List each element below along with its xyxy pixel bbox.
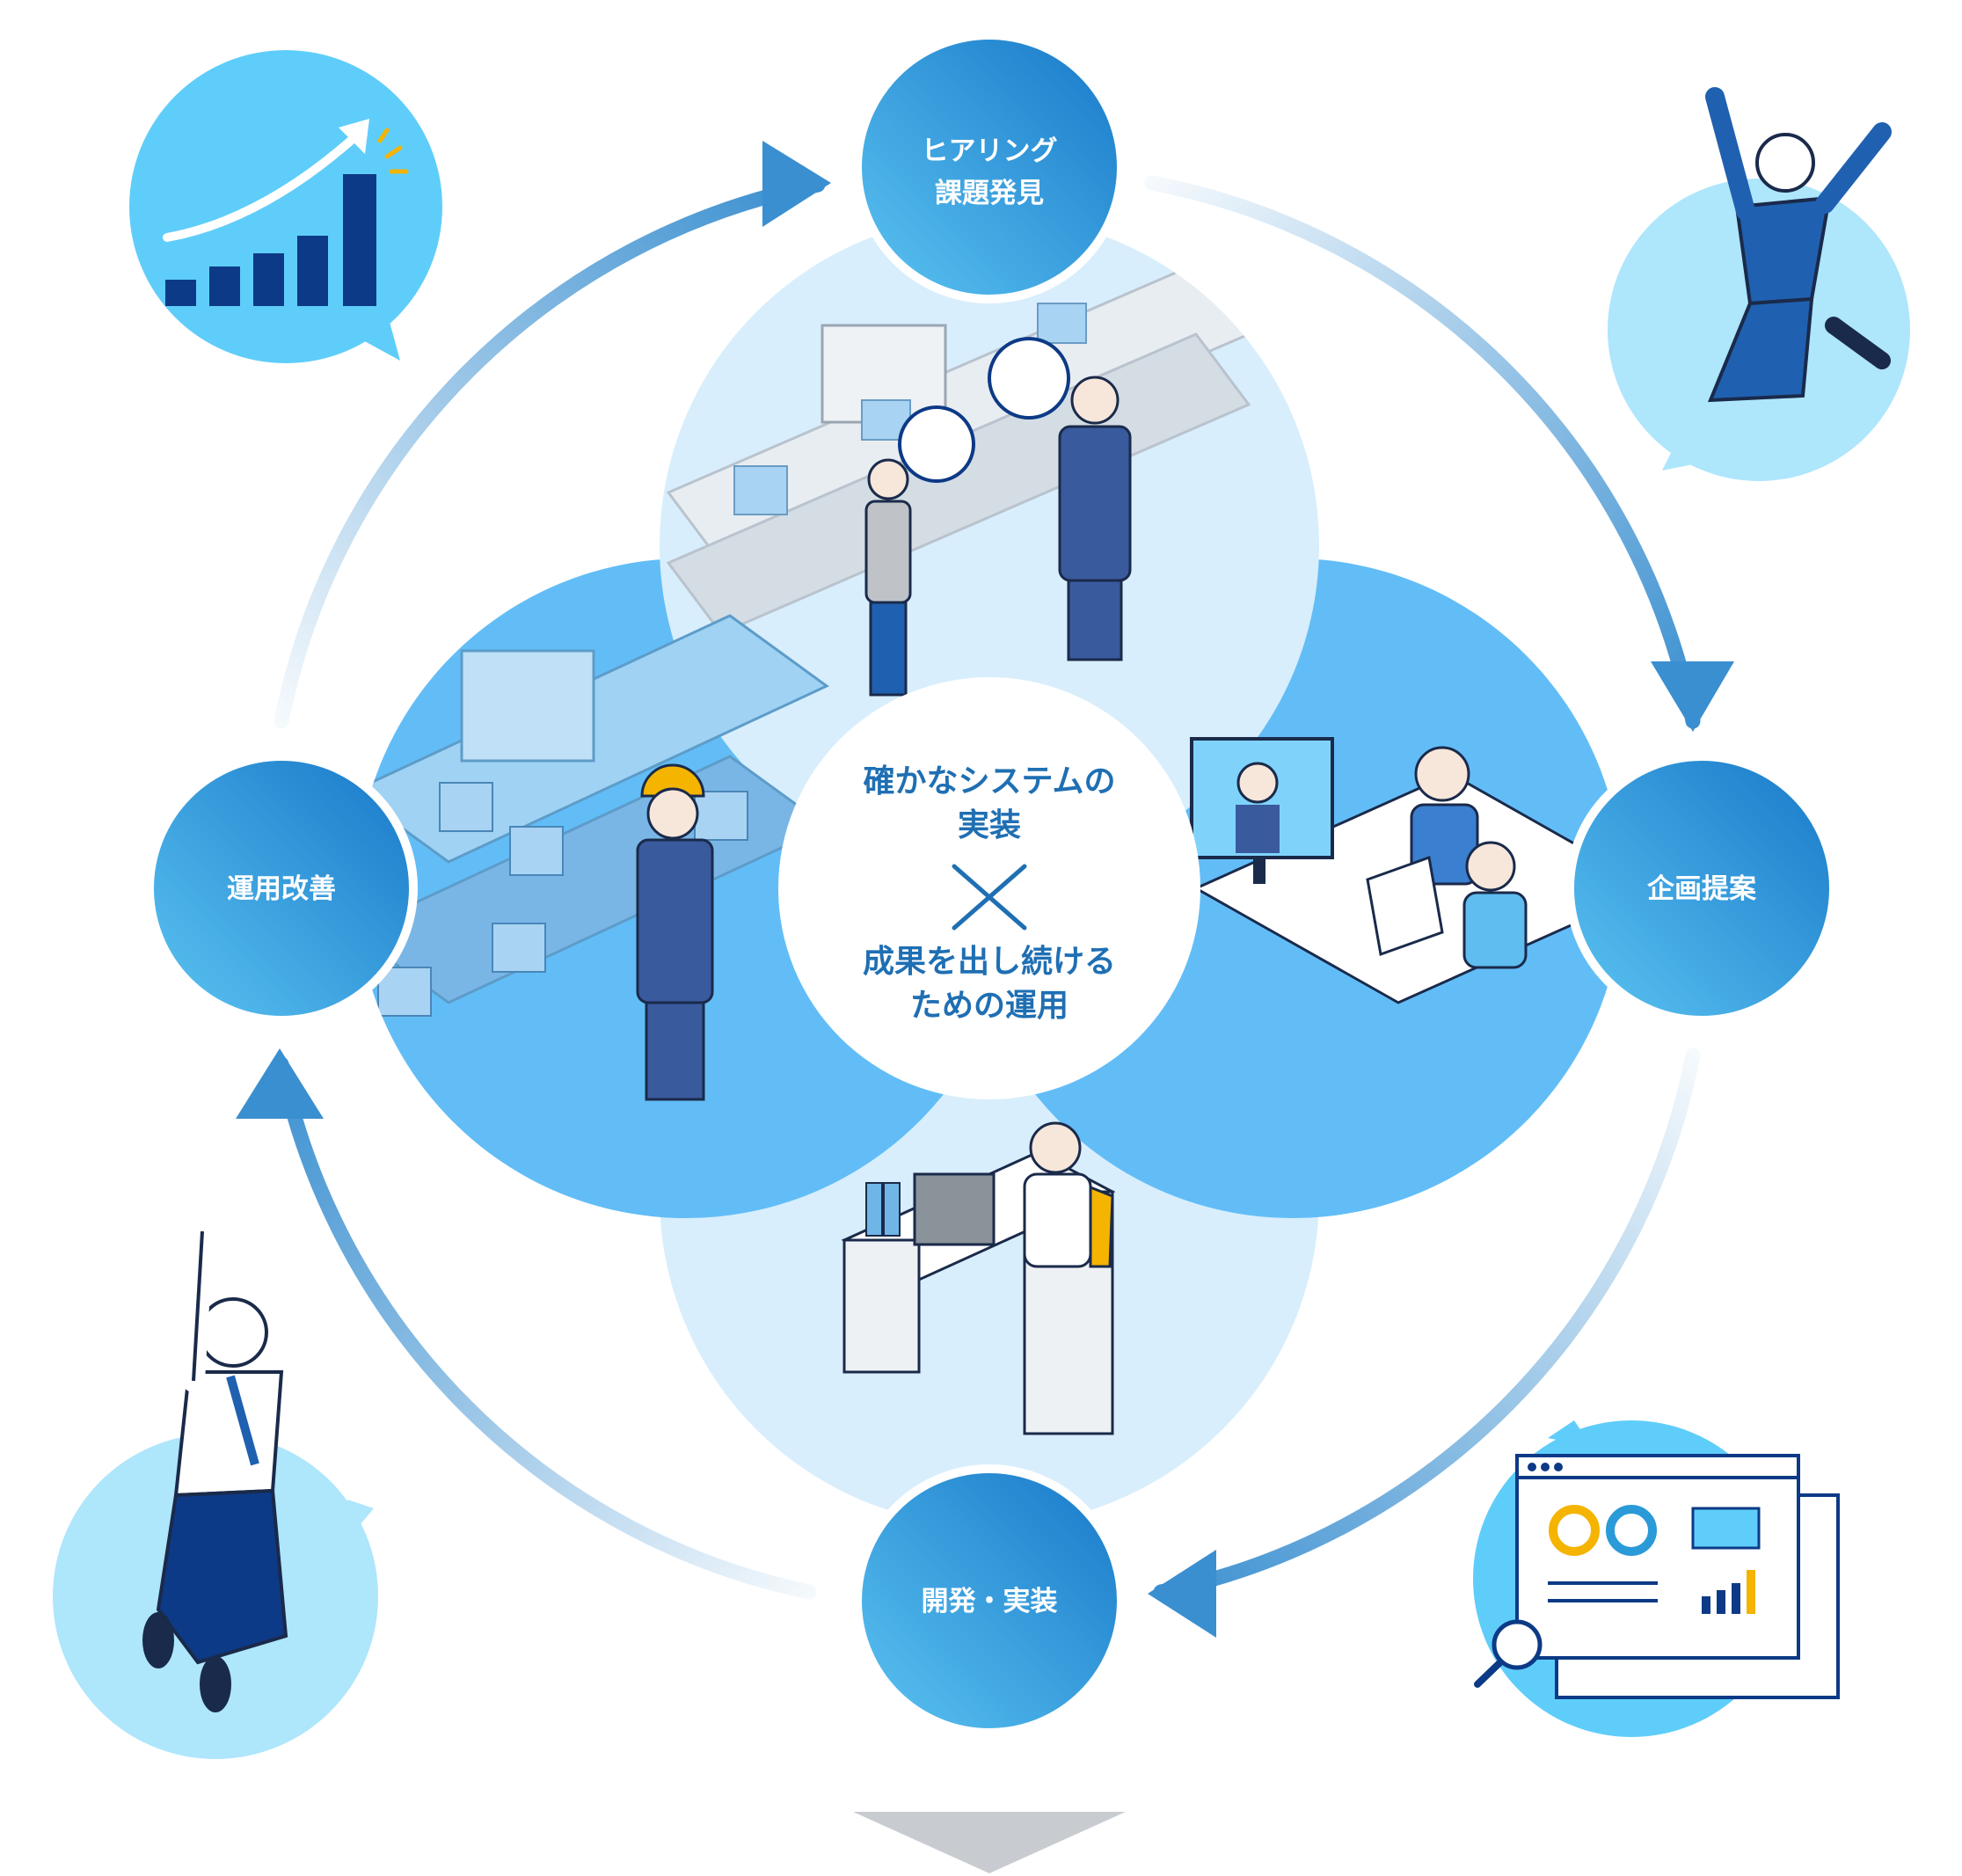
center-line4: ための運用: [910, 988, 1069, 1024]
arc-hearing-to-proposal: [1144, 175, 1701, 729]
node-operation-label: 運用改善: [227, 873, 336, 905]
right-scene-illustration: [1190, 737, 1623, 1004]
bottom-left-bubble: [53, 1220, 378, 1759]
arrowhead-to-development-icon: [1148, 1550, 1216, 1638]
analytics-dashboard-icon: [1474, 1454, 1840, 1699]
bottom-right-bubble: [1473, 1420, 1840, 1737]
node-proposal: 企画提案: [1565, 752, 1838, 1025]
desktop-monitor-icon: [913, 1172, 996, 1246]
cheering-businessman-figure: [142, 1220, 288, 1712]
node-hearing-line1: ヒアリング: [922, 135, 1058, 167]
center-line2: 実装: [958, 807, 1021, 843]
top-right-bubble: [1608, 87, 1910, 481]
node-hearing-line2: 課題発見: [935, 178, 1044, 209]
laptop-icon: [1366, 855, 1444, 957]
node-proposal-label: 企画提案: [1647, 873, 1757, 905]
woman-consultant-figure: [864, 458, 912, 697]
cross-icon: [952, 864, 1027, 931]
center-line3: 成果を出し続ける: [863, 944, 1116, 980]
arc-proposal-to-development: [1153, 1047, 1701, 1600]
arrowhead-to-hearing-icon: [762, 141, 831, 227]
developer-figure: [1023, 1121, 1114, 1268]
node-operation: 運用改善: [145, 752, 418, 1025]
arrowhead-to-operation-icon: [236, 1048, 324, 1119]
arrowhead-to-proposal-icon: [1651, 661, 1734, 732]
arc-development-to-operation: [274, 1056, 817, 1600]
jumping-businesswoman-figure: [1705, 87, 1892, 403]
top-left-bubble: [129, 50, 442, 363]
hardhat-worker-figure: [636, 763, 714, 1101]
node-development-label: 開発・実装: [922, 1586, 1058, 1617]
down-arrow-icon: [853, 1812, 1126, 1873]
cycle-arrows: [236, 141, 1734, 1638]
center-line1: 確かなシステムの: [864, 763, 1116, 799]
bottom-scene-illustration: [841, 1121, 1116, 1435]
growth-bar-chart-icon: [163, 119, 409, 306]
node-development: 開発・実装: [853, 1464, 1126, 1737]
magnifier-icon: [1474, 1619, 1543, 1688]
cardboard-box-icon: [377, 782, 748, 1017]
speech-bubble-icon: [898, 337, 1070, 483]
video-monitor-icon: [1190, 737, 1334, 884]
left-scene-illustration: [356, 614, 829, 1101]
arc-operation-to-hearing: [274, 177, 826, 729]
node-hearing: ヒアリング 課題発見: [853, 31, 1126, 303]
book-icon: [865, 1182, 901, 1237]
center-circle: 確かなシステムの 実装 成果を出し続ける ための運用: [778, 677, 1200, 1099]
factory-manager-figure: [1058, 376, 1132, 661]
top-scene-illustration: [666, 262, 1251, 697]
